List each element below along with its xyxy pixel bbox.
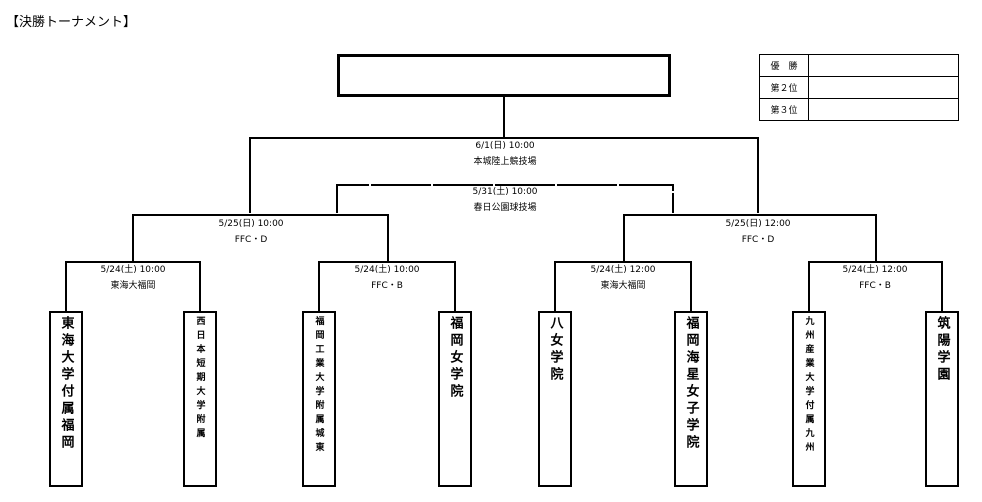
team-box-4: 福岡女学院 <box>438 311 472 487</box>
match-final-date: 6/1(日) 10:00 <box>475 141 535 151</box>
team-box-6: 福岡海星女子学院 <box>674 311 708 487</box>
semi-left-bracket-line <box>132 214 389 262</box>
third-place-bracket-line <box>336 184 674 213</box>
team-name-6: 福岡海星女子学院 <box>683 316 699 452</box>
match-semi-right-date: 5/25(日) 12:00 <box>725 219 791 229</box>
match-final: 6/1(日) 10:00 本城陸上競技場 <box>440 138 570 170</box>
team-name-7: 九州産業大学付属九州 <box>803 316 814 456</box>
champion-box <box>337 54 671 97</box>
team-name-5: 八女学院 <box>547 316 563 384</box>
qf2-bracket-line <box>318 261 456 312</box>
qf1-bracket-line <box>65 261 201 312</box>
final-bracket-line <box>249 137 759 213</box>
match-semi-left-venue: FFC・D <box>234 235 268 245</box>
match-qf3-date: 5/24(土) 12:00 <box>590 265 656 275</box>
results-value-third <box>808 98 959 121</box>
team-box-7: 九州産業大学付属九州 <box>792 311 826 487</box>
team-name-4: 福岡女学院 <box>447 316 463 401</box>
semi-right-bracket-line <box>623 214 877 262</box>
results-row-winner: 優 勝 <box>759 54 959 77</box>
match-qf1-date: 5/24(土) 10:00 <box>100 265 166 275</box>
match-final-venue: 本城陸上競技場 <box>473 157 537 167</box>
match-semi-right-venue: FFC・D <box>741 235 775 245</box>
team-box-5: 八女学院 <box>538 311 572 487</box>
match-semi-left: 5/25(日) 10:00 FFC・D <box>186 216 316 248</box>
team-box-3: 福岡工業大学附属城東 <box>302 311 336 487</box>
team-name-2: 西日本短期大学附属 <box>194 316 205 442</box>
team-name-3: 福岡工業大学附属城東 <box>313 316 324 456</box>
match-qf4-venue: FFC・B <box>859 281 891 291</box>
qf4-bracket-line <box>808 261 943 312</box>
match-qf2: 5/24(土) 10:00 FFC・B <box>327 262 447 294</box>
match-qf4: 5/24(土) 12:00 FFC・B <box>815 262 935 294</box>
results-table: 優 勝 第２位 第３位 <box>759 54 959 121</box>
match-qf3: 5/24(土) 12:00 東海大福岡 <box>563 262 683 294</box>
match-qf2-venue: FFC・B <box>371 281 403 291</box>
match-third-place-date: 5/31(土) 10:00 <box>472 187 538 197</box>
match-third-place: 5/31(土) 10:00 春日公園球技場 <box>440 184 570 216</box>
team-box-8: 筑陽学園 <box>925 311 959 487</box>
match-qf4-date: 5/24(土) 12:00 <box>842 265 908 275</box>
qf3-bracket-line <box>554 261 692 312</box>
page-title: 【決勝トーナメント】 <box>6 15 137 30</box>
team-name-8: 筑陽学園 <box>934 316 950 384</box>
results-row-third: 第３位 <box>759 98 959 121</box>
match-semi-right: 5/25(日) 12:00 FFC・D <box>693 216 823 248</box>
match-qf1: 5/24(土) 10:00 東海大福岡 <box>73 262 193 294</box>
match-qf1-venue: 東海大福岡 <box>110 281 156 291</box>
match-qf2-date: 5/24(土) 10:00 <box>354 265 420 275</box>
team-box-1: 東海大学付属福岡 <box>49 311 83 487</box>
match-third-place-venue: 春日公園球技場 <box>473 203 537 213</box>
match-semi-left-date: 5/25(日) 10:00 <box>218 219 284 229</box>
team-name-1: 東海大学付属福岡 <box>58 316 74 452</box>
team-box-2: 西日本短期大学附属 <box>183 311 217 487</box>
match-qf3-venue: 東海大福岡 <box>600 281 646 291</box>
